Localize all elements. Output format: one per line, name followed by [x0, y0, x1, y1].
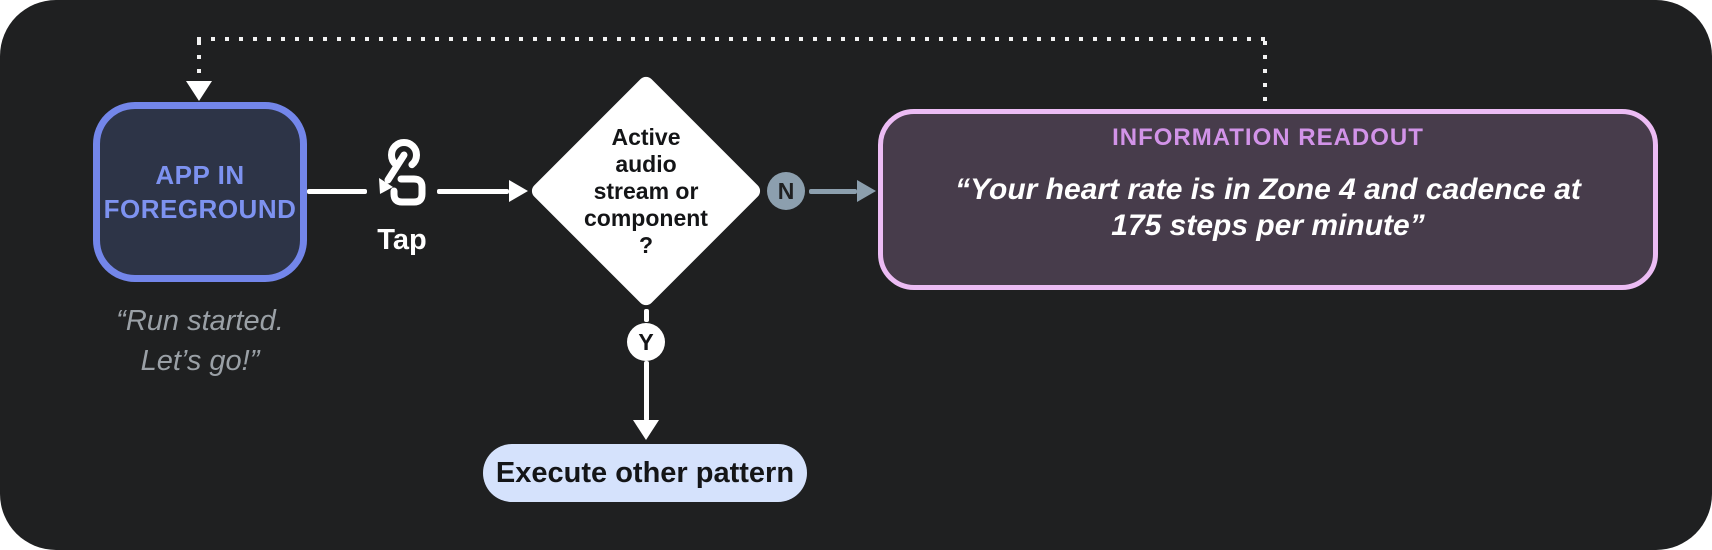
run-started-caption: “Run started. Let’s go!”: [116, 305, 284, 377]
connector-tap-to-decision: [437, 189, 509, 194]
connector-app-to-tap: [307, 189, 367, 194]
information-readout-card: INFORMATION READOUT “Your heart rate is …: [878, 109, 1658, 290]
connector-tap-arrowhead-icon: [509, 180, 528, 202]
decision-label: Active audio stream or component ?: [584, 124, 708, 258]
branch-yes-badge: Y: [627, 323, 665, 361]
feedback-loop-arrowhead-icon: [186, 81, 212, 101]
tap-gesture-icon: [379, 139, 426, 206]
branch-no-badge: N: [767, 172, 805, 210]
connector-decision-to-yes: [644, 309, 649, 322]
execute-other-pattern-label: Execute other pattern: [495, 456, 795, 489]
app-in-foreground-label: APP IN FOREGROUND: [103, 160, 297, 224]
readout-quote: “Your heart rate is in Zone 4 and cadenc…: [955, 173, 1581, 242]
feedback-loop-dotted-line-right: [1263, 41, 1267, 109]
connector-no-arrowhead-icon: [857, 180, 876, 202]
connector-no-to-readout: [809, 189, 857, 194]
tap-label: Tap: [377, 224, 427, 256]
app-in-foreground-node: APP IN FOREGROUND: [93, 102, 307, 282]
feedback-loop-dotted-line-horizontal: [197, 37, 1269, 41]
connector-yes-arrowhead-icon: [633, 420, 659, 440]
execute-other-pattern-pill: Execute other pattern: [483, 444, 807, 502]
readout-title: INFORMATION READOUT: [1112, 124, 1424, 151]
feedback-loop-dotted-line-left: [197, 41, 201, 83]
connector-yes-to-pill: [644, 361, 649, 421]
